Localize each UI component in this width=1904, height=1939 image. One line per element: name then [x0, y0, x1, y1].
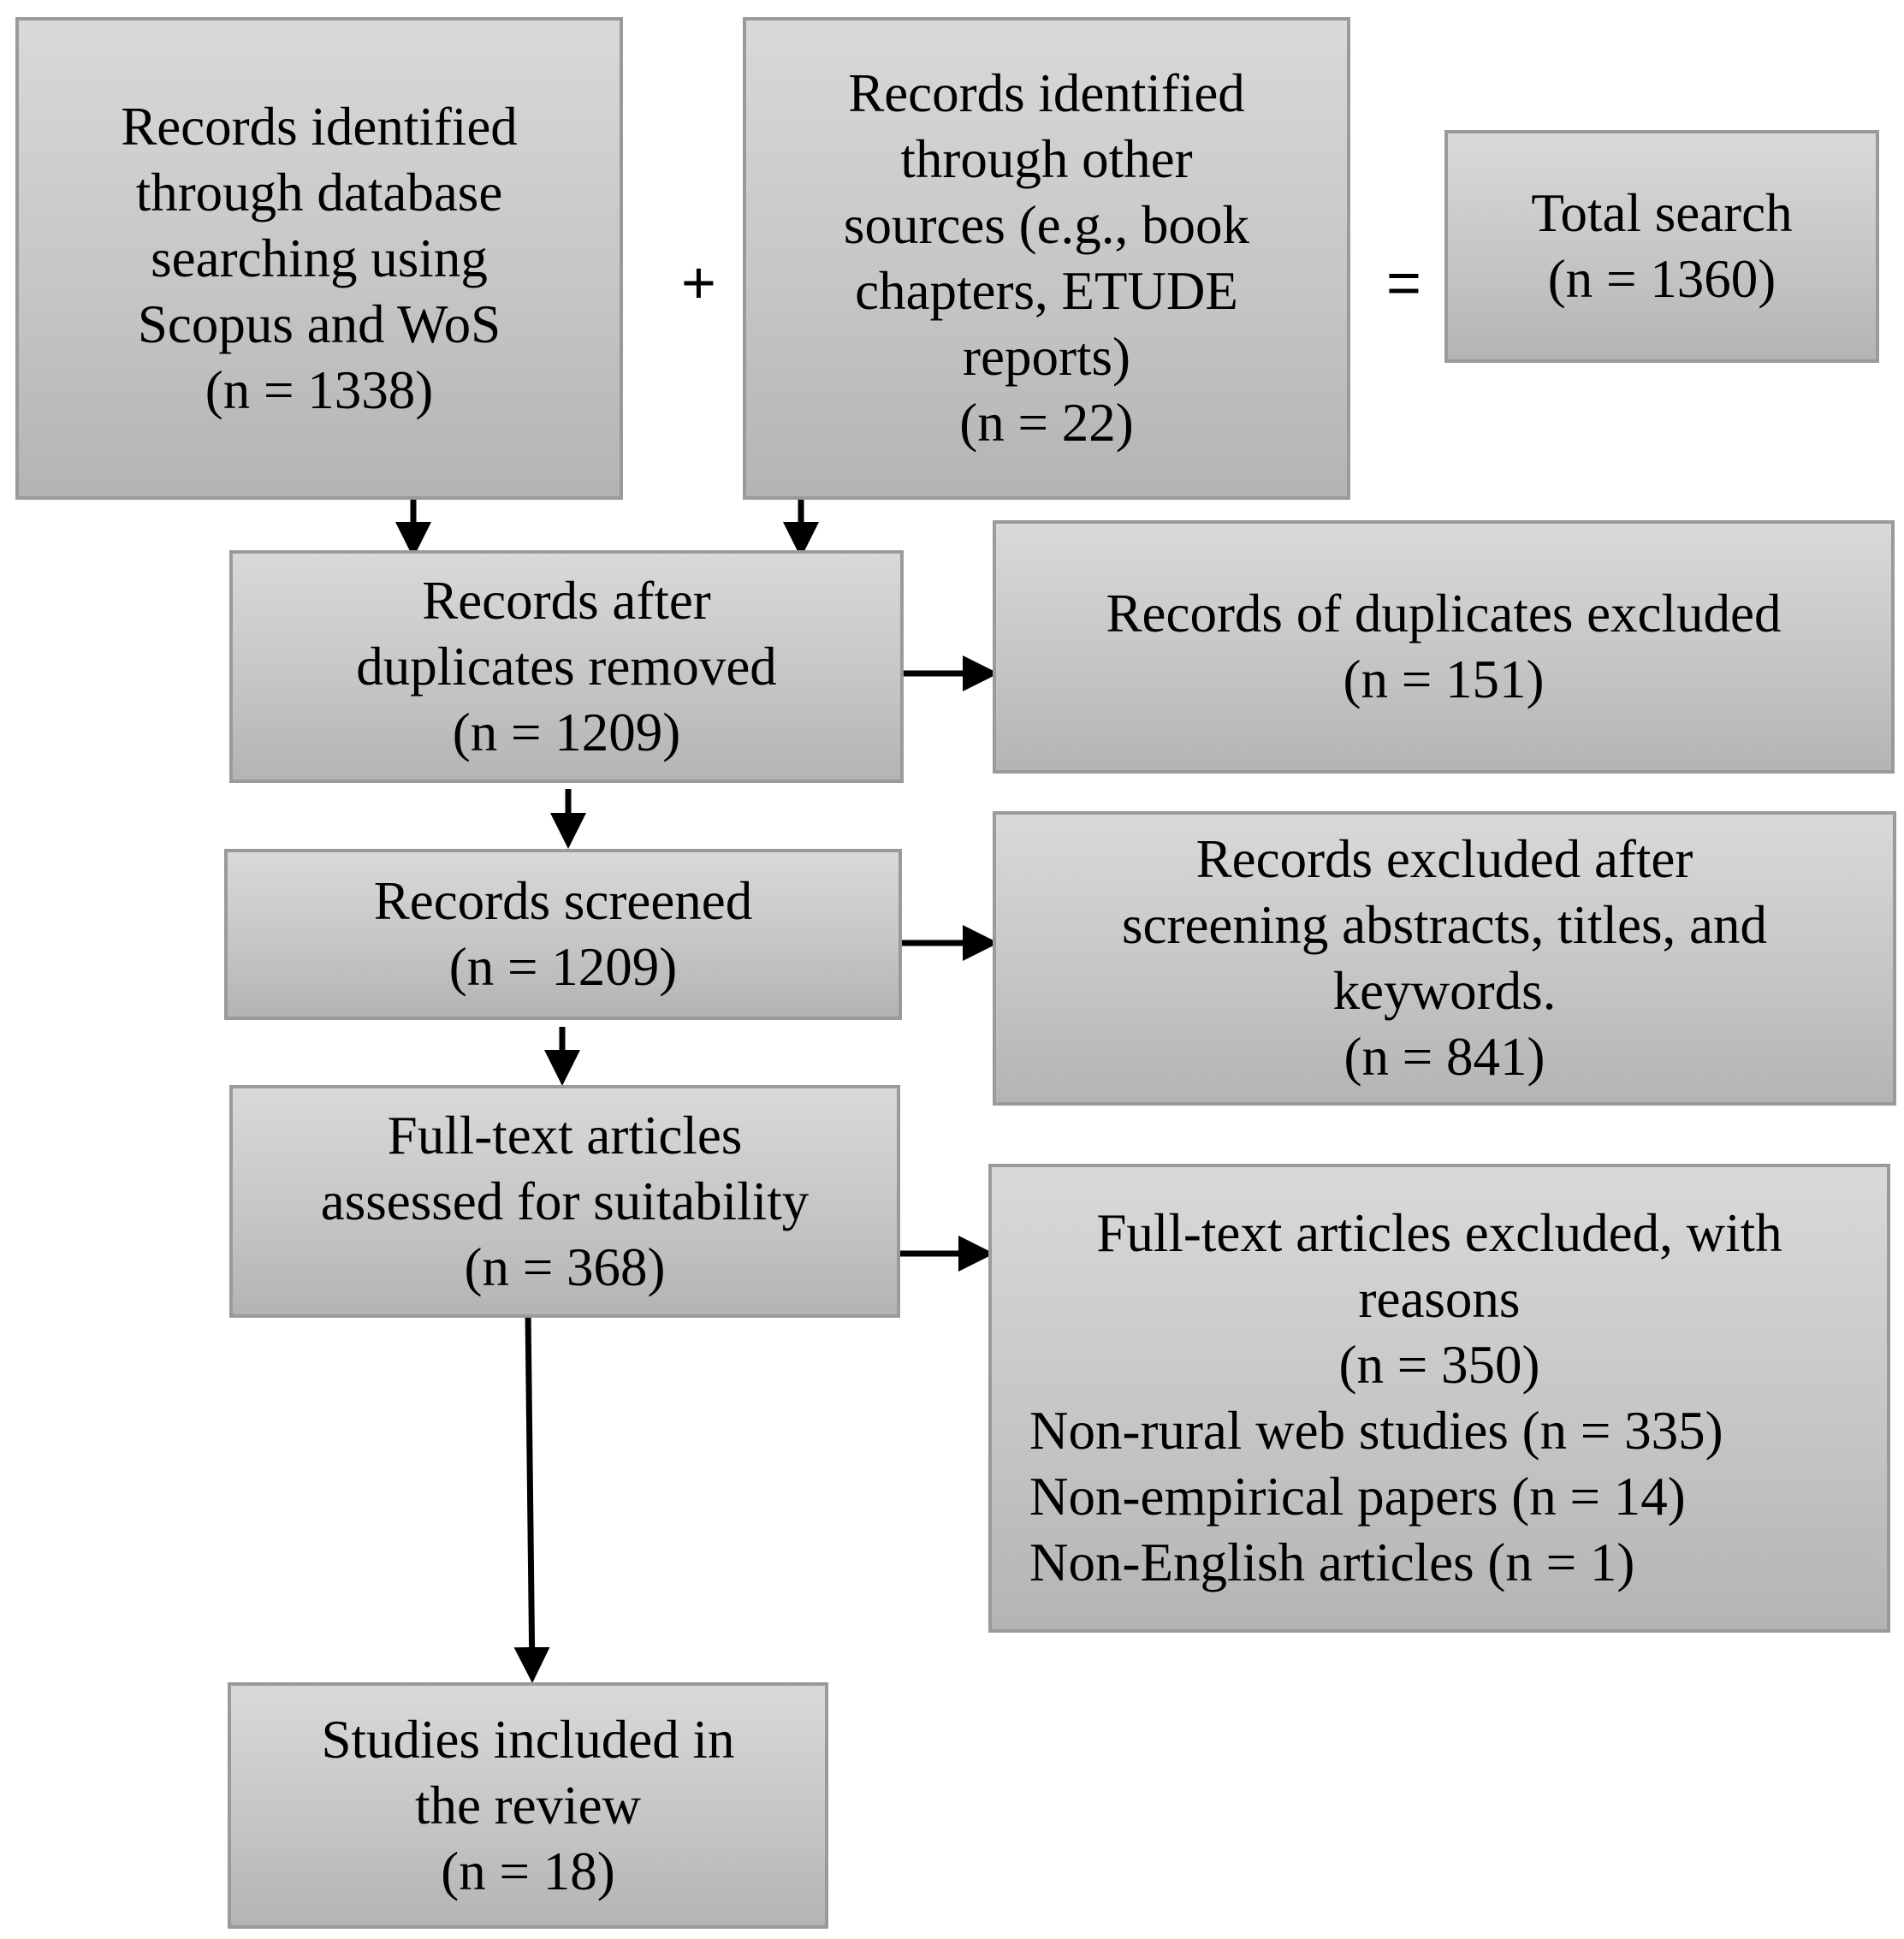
box-after-duplicates: Records after duplicates removed (n = 12… — [229, 550, 904, 783]
box-line: Records screened — [373, 871, 753, 931]
box-line: the review — [414, 1775, 642, 1835]
exclusion-reason: Non-English articles (n = 1) — [1029, 1533, 1635, 1592]
box-line: searching using — [151, 228, 488, 288]
box-line: screening abstracts, titles, and — [1121, 895, 1767, 955]
box-identified-database: Records identified through database sear… — [15, 17, 623, 500]
box-line: Records identified — [848, 63, 1245, 123]
box-studies-included: Studies included in the review (n = 18) — [228, 1682, 828, 1929]
box-line: Full-text articles — [387, 1105, 743, 1165]
box-line: Records of duplicates excluded — [1106, 584, 1782, 643]
box-line: Records after — [422, 570, 711, 631]
box-line: Scopus and WoS — [137, 294, 501, 354]
equals-sign: = — [1386, 249, 1421, 316]
box-line: duplicates removed — [356, 636, 777, 697]
box-identified-other: Records identified through other sources… — [743, 17, 1350, 500]
box-line: through other — [900, 129, 1193, 189]
box-records-screened: Records screened (n = 1209) — [224, 849, 902, 1020]
box-line: (n = 841) — [1343, 1027, 1545, 1087]
box-line: Records excluded after — [1195, 829, 1693, 889]
box-line: (n = 368) — [464, 1236, 666, 1297]
box-line: chapters, ETUDE — [855, 261, 1238, 321]
arrow-fulltext-to-included — [513, 1310, 550, 1683]
box-line: (n = 1338) — [205, 359, 434, 420]
box-line: (n = 151) — [1343, 649, 1545, 709]
box-line: Studies included in — [321, 1709, 735, 1770]
box-line: sources (e.g., book — [843, 195, 1250, 255]
box-line: Full-text articles excluded, with — [1096, 1203, 1782, 1263]
box-fulltext-assessed: Full-text articles assessed for suitabil… — [229, 1085, 900, 1318]
exclusion-reason: Non-rural web studies (n = 335) — [1029, 1401, 1723, 1461]
box-line: keywords. — [1332, 961, 1557, 1021]
box-line: (n = 18) — [441, 1841, 615, 1901]
box-line: (n = 22) — [959, 393, 1134, 453]
box-line: Total search — [1531, 183, 1793, 243]
exclusion-reason: Non-empirical papers (n = 14) — [1029, 1467, 1686, 1527]
box-screening-excluded: Records excluded after screening abstrac… — [993, 811, 1896, 1106]
box-line: (n = 350) — [1338, 1335, 1540, 1395]
plus-sign: + — [681, 249, 716, 316]
box-line: (n = 1360) — [1547, 249, 1776, 309]
box-total-search: Total search (n = 1360) — [1444, 130, 1879, 363]
box-line: reports) — [963, 327, 1130, 387]
box-line: through database — [135, 162, 503, 222]
box-fulltext-excluded: Full-text articles excluded, with reason… — [988, 1164, 1890, 1633]
box-duplicates-excluded: Records of duplicates excluded (n = 151) — [993, 520, 1895, 774]
box-line: reasons — [1358, 1269, 1521, 1329]
box-line: (n = 1209) — [448, 937, 678, 997]
box-line: Records identified — [121, 96, 518, 157]
box-line: assessed for suitability — [320, 1171, 810, 1231]
box-line: (n = 1209) — [452, 702, 681, 762]
